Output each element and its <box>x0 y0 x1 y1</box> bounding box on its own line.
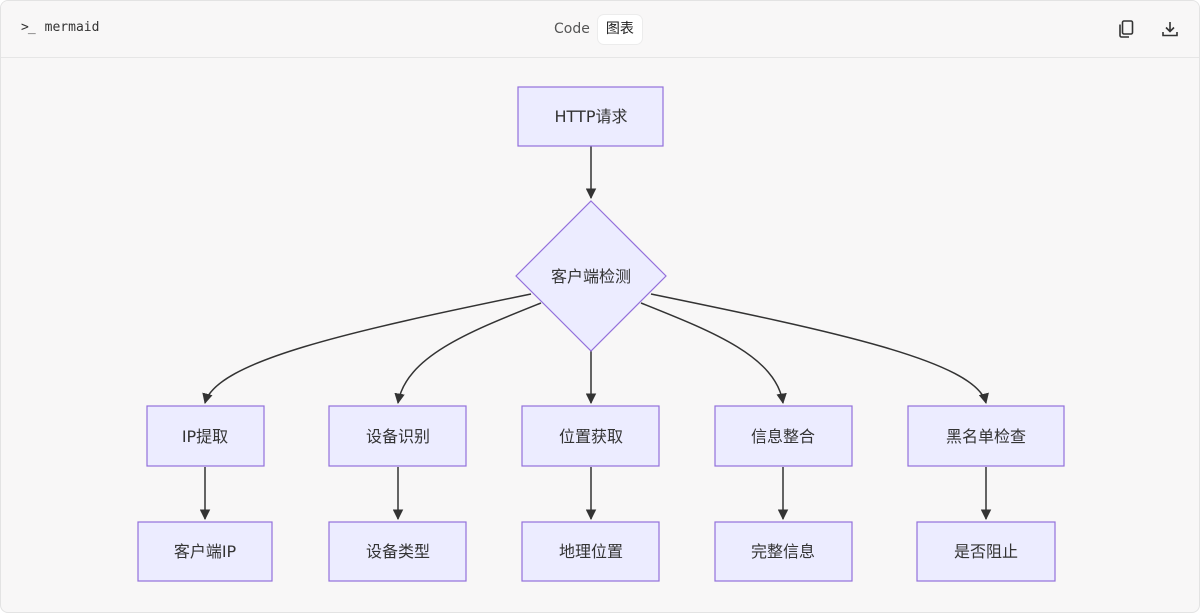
node-client-detect: 客户端检测 <box>515 200 667 352</box>
node-http-request: HTTP请求 <box>517 86 664 147</box>
download-button[interactable] <box>1159 18 1181 40</box>
svg-text:黑名单检查: 黑名单检查 <box>946 427 1026 446</box>
svg-text:完整信息: 完整信息 <box>751 542 815 561</box>
edge-detect-blacklist <box>650 293 989 405</box>
copy-icon <box>1119 20 1134 38</box>
svg-text:IP提取: IP提取 <box>182 427 228 446</box>
edge-detect-ip <box>202 293 532 405</box>
node-device-type: 设备类型 <box>328 521 467 582</box>
node-blacklist-check: 黑名单检查 <box>907 405 1065 467</box>
node-device-identify: 设备识别 <box>328 405 467 467</box>
node-location-get: 位置获取 <box>521 405 660 467</box>
node-ip-extract: IP提取 <box>146 405 265 467</box>
language-name: mermaid <box>44 20 100 35</box>
code-block-toolbar: >_ mermaid Code 图表 <box>1 1 1199 58</box>
flowchart: HTTP请求 客户端检测 IP提取 设备识别 位置获取 信息整合 黑名单检查 <box>137 86 1065 582</box>
terminal-icon: >_ <box>21 20 36 35</box>
copy-button[interactable] <box>1115 18 1137 40</box>
svg-text:HTTP请求: HTTP请求 <box>555 107 628 126</box>
edge-detect-info <box>640 302 787 405</box>
node-geo-location: 地理位置 <box>521 521 660 582</box>
svg-text:位置获取: 位置获取 <box>559 427 623 446</box>
language-label: >_ mermaid <box>21 20 99 35</box>
edge-detect-device <box>394 302 542 405</box>
tab-code[interactable]: Code <box>554 21 590 37</box>
tab-diagram[interactable]: 图表 <box>597 15 642 44</box>
svg-text:地理位置: 地理位置 <box>559 542 623 561</box>
svg-text:设备识别: 设备识别 <box>366 427 430 446</box>
node-info-merge: 信息整合 <box>714 405 853 467</box>
node-full-info: 完整信息 <box>714 521 853 582</box>
svg-text:设备类型: 设备类型 <box>366 542 430 561</box>
node-client-ip: 客户端IP <box>137 521 273 582</box>
node-block-decision: 是否阻止 <box>916 521 1056 582</box>
svg-text:信息整合: 信息整合 <box>751 427 815 446</box>
view-tabs: Code 图表 <box>546 15 642 44</box>
svg-text:客户端IP: 客户端IP <box>174 542 237 561</box>
svg-text:是否阻止: 是否阻止 <box>954 542 1018 561</box>
download-icon <box>1162 22 1178 37</box>
toolbar-actions <box>1115 18 1181 40</box>
svg-text:客户端检测: 客户端检测 <box>551 267 631 286</box>
